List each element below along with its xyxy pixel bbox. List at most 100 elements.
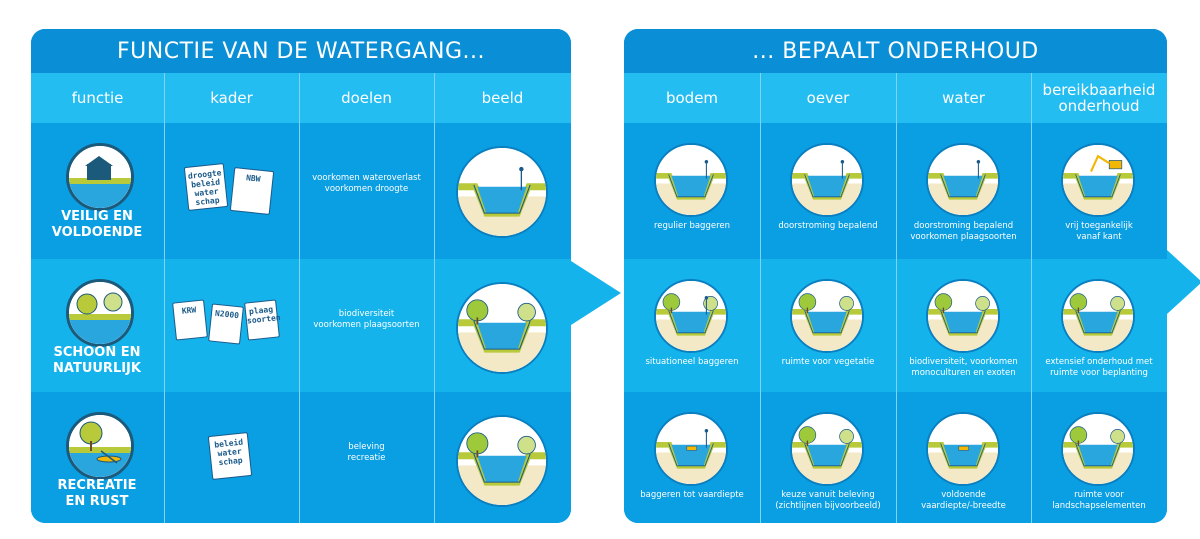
doelen-line: beleving [348,442,385,452]
column-header-kader: kader [210,89,253,107]
kader-document-icon: NBW [229,167,275,215]
right-title: ... BEPAALT ONDERHOUD [624,29,1167,73]
doelen-line: voorkomen wateroverlast [312,173,421,183]
recreation-channel-icon [456,415,548,507]
flow-water-icon [926,143,1000,217]
maintenance-text-line: landschapselementen [1052,501,1146,511]
maintenance-text-line: vrij toegankelijk [1065,221,1133,231]
left-title: FUNCTIE VAN DE WATERGANG... [31,29,571,73]
maintenance-text: keuze vanuit beleving(zichtlijnen bijvoo… [760,490,896,512]
column-divider [896,73,897,523]
maintenance-text-line: biodiversiteit, voorkomen [909,357,1018,367]
functie-label-line: RECREATIE [57,478,137,493]
maintenance-text-line: (zichtlijnen bijvoorbeeld) [775,501,881,511]
kader-document-label: KRW [174,305,205,317]
column-header-line: oever [806,89,850,107]
left-panel: FUNCTIE VAN DE WATERGANG... functie kader… [31,29,571,523]
functie-label-line: VOLDOENDE [51,225,143,240]
maintenance-text-line: extensief onderhoud met [1045,357,1153,367]
maintenance-text-line: situationeel baggeren [645,357,739,367]
vegetated-channel-icon [456,282,548,374]
maintenance-text: regulier baggeren [624,221,760,232]
doelen-line: voorkomen plaagsoorten [313,320,420,330]
column-header-line: bodem [665,89,719,107]
biodiversity-icon [926,279,1000,353]
left-column-header-row [31,73,571,123]
maintenance-text: doorstroming bepalend [760,221,896,232]
maintenance-text-line: doorstroming bepalend [913,221,1014,231]
landscape-icon [1061,412,1135,486]
maintenance-text-line: ruimte voor [1074,490,1124,500]
depth-dredging-icon [654,412,728,486]
occasional-dredging-icon [654,279,728,353]
maintenance-text: situationeel baggeren [624,357,760,368]
maintenance-text-line: regulier baggeren [653,221,731,231]
boat-depth-icon [926,412,1000,486]
right-panel: ... BEPAALT ONDERHOUD bodem oever water ber… [624,29,1167,523]
vegetation-bank-icon [790,279,864,353]
dredging-icon [654,143,728,217]
maintenance-text: baggeren tot vaardiepte [624,490,760,501]
column-header-water: water [896,73,1031,123]
kader-document-line: N2000 [214,308,240,321]
functie-label-line: EN RUST [65,494,129,509]
doelen-line: voorkomen droogte [324,184,409,194]
flow-bank-icon [790,143,864,217]
maintenance-text-line: baggeren tot vaardiepte [640,490,744,500]
maintenance-text-line: keuze vanuit beleving [781,490,875,500]
column-header-beeld: beeld [481,89,524,107]
flow-arrow [571,261,621,325]
maintenance-text-line: vaardiepte/-breedte [921,501,1006,511]
maintenance-text-line: monoculturen en exoten [911,368,1016,378]
kader-document-line: KRW [181,305,197,316]
column-header-doelen: doelen [341,89,392,107]
column-header-line: bereikbaarheid [1042,81,1156,99]
column-divider [299,73,300,523]
maintenance-text-line: ruimte voor beplanting [1050,368,1148,378]
sightline-icon [790,412,864,486]
doelen-line: recreatie [347,453,386,463]
channel-with-culvert-icon [456,146,548,238]
kader-document-line: soorten [246,313,282,326]
column-header-line: water [942,89,985,107]
house-water-icon [66,143,134,211]
column-header-bodem: bodem [624,73,760,123]
maintenance-text-line: doorstroming bepalend [778,221,878,231]
kader-document-line: NBW [245,173,261,184]
maintenance-text-line: voldoende [941,490,986,500]
functie-label-line: NATUURLIJK [53,361,141,376]
maintenance-text-line: voorkomen plaagsoorten [910,232,1017,242]
excavator-icon [1061,143,1135,217]
nature-pond-icon [66,279,134,347]
kader-document-label: NBW [234,172,273,185]
column-header-oever: oever [760,73,896,123]
column-header-line: onderhoud [1058,97,1140,115]
right-column-header-row [624,73,1167,123]
flow-arrow-right [1167,250,1200,314]
column-header-functie: functie [71,89,124,107]
column-divider [164,73,165,523]
maintenance-text: ruimte voor vegetatie [760,357,896,368]
maintenance-text-line: vanaf kant [1076,232,1122,242]
doelen-line: biodiversiteit [338,309,395,319]
functie-label-line: VEILIG EN [61,209,133,224]
kader-document-icon: KRW [172,299,208,341]
